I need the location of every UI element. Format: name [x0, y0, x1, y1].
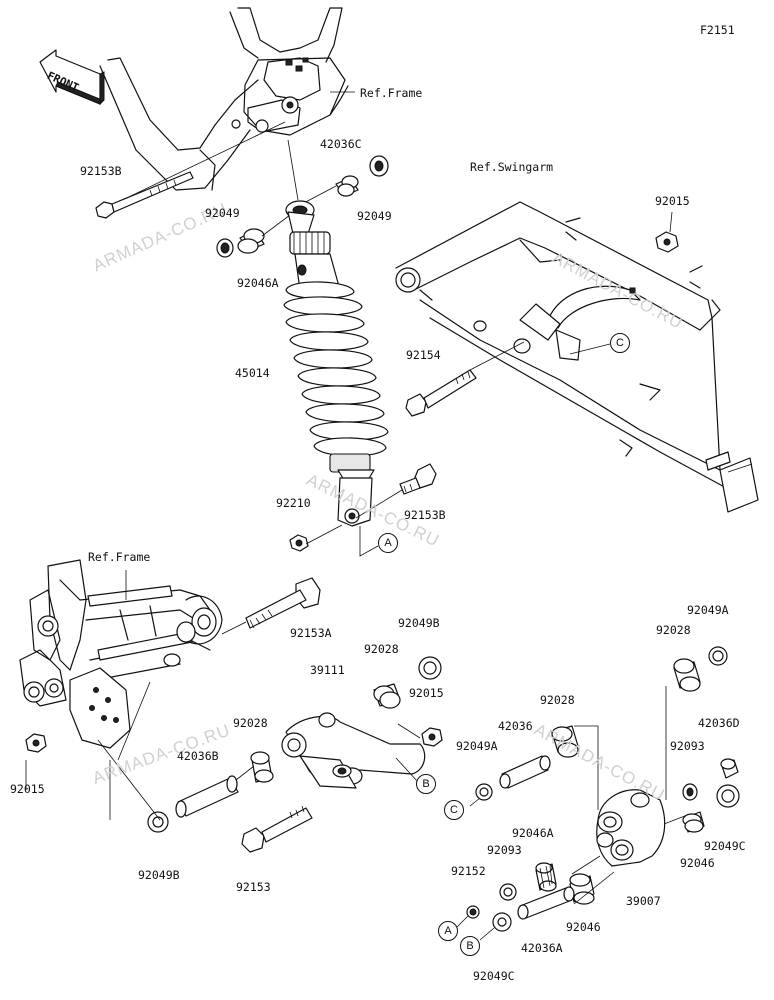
callout-b-washer: B: [460, 936, 480, 956]
callout-a-shock: A: [378, 533, 398, 553]
part-label: 92049A: [456, 739, 498, 753]
part-label: 92046: [566, 920, 601, 934]
part-label: 42036: [498, 719, 533, 733]
part-label: 92153A: [290, 626, 332, 640]
relay-arm-hardware: [147, 656, 443, 833]
part-label: 92093: [670, 739, 705, 753]
part-label: 92153: [236, 880, 271, 894]
bolt-92154: [405, 369, 477, 417]
part-label: 92028: [656, 623, 691, 637]
bolt-92153A: [221, 577, 321, 635]
bolt-92153B-top: [95, 121, 286, 219]
callout-c-swingarm: C: [610, 333, 630, 353]
part-label: 39111: [310, 663, 345, 677]
part-label: 92049C: [473, 969, 515, 983]
diagram-code: F2151: [700, 23, 735, 37]
part-label: 92210: [276, 496, 311, 510]
part-label: 92152: [451, 864, 486, 878]
part-label: 92015: [10, 782, 45, 796]
part-label: 92154: [406, 348, 441, 362]
linkage-39007: [571, 789, 691, 875]
shock-absorber-45014: [283, 200, 389, 557]
part-label: 92153B: [404, 508, 446, 522]
part-label: 92093: [487, 843, 522, 857]
part-label: 42036B: [177, 749, 219, 763]
part-label: 92153B: [80, 164, 122, 178]
part-label: 92046A: [512, 826, 554, 840]
part-label: 92046: [680, 856, 715, 870]
part-label: 92049C: [704, 839, 746, 853]
ref-swingarm: Ref.Swingarm: [470, 160, 554, 174]
ref-frame-bottom: Ref.Frame: [88, 550, 151, 564]
nut-92015-left: [25, 733, 47, 753]
part-label: 92049A: [687, 603, 729, 617]
callout-b-relay: B: [416, 774, 436, 794]
relay-arm-39111: [281, 712, 426, 789]
nut-92210: [289, 524, 343, 552]
linkage-hardware: [455, 646, 740, 941]
callout-c-washer: C: [444, 800, 464, 820]
ref-frame-top: Ref.Frame: [360, 86, 423, 100]
top-mount-hardware: [216, 139, 389, 258]
part-label: 92046A: [237, 276, 279, 290]
part-label: 92028: [364, 642, 399, 656]
part-label: 39007: [626, 894, 661, 908]
callout-a-washer: A: [438, 921, 458, 941]
nut-92015-top: [655, 211, 679, 253]
part-label: 42036D: [698, 716, 740, 730]
part-label: 92049B: [138, 868, 180, 882]
part-label: 92049: [205, 206, 240, 220]
bolt-92153B-mid: [355, 463, 437, 519]
frame-bottom-drawing: [19, 559, 223, 749]
bolt-92153: [241, 805, 313, 853]
part-label: 92028: [233, 716, 268, 730]
part-label: 42036C: [320, 137, 362, 151]
part-label: 92015: [409, 686, 444, 700]
part-label: 42036A: [521, 941, 563, 955]
frame-top-drawing: [99, 7, 355, 191]
part-label: 92049B: [398, 616, 440, 630]
part-label: 45014: [235, 366, 270, 380]
front-arrow-icon: [39, 49, 105, 106]
part-label: 92049: [357, 209, 392, 223]
part-label: 92028: [540, 693, 575, 707]
part-label: 92015: [655, 194, 690, 208]
swingarm-drawing: [395, 201, 759, 513]
